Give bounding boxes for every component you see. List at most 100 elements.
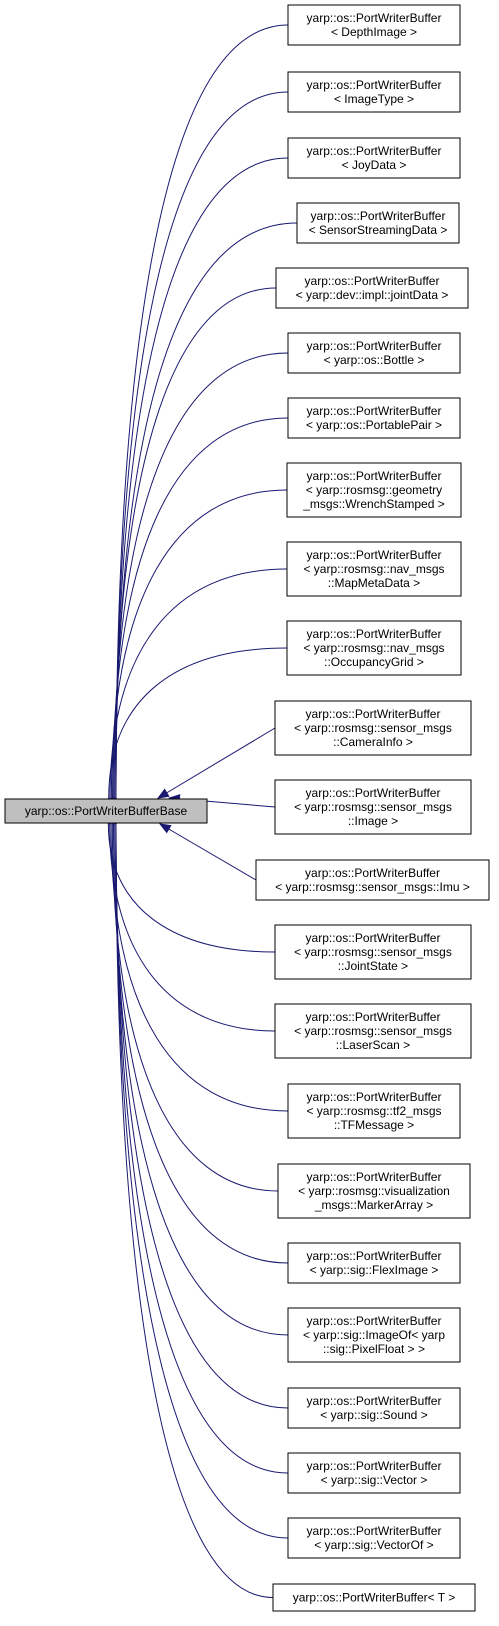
inheritance-edge [111, 813, 289, 1474]
derived-class-node[interactable]: yarp::os::PortWriterBuffer< yarp::rosmsg… [286, 541, 462, 597]
derived-class-node[interactable]: yarp::os::PortWriterBuffer< yarp::rosmsg… [274, 924, 472, 980]
derived-class-label: yarp::os::PortWriterBuffer [307, 144, 442, 158]
derived-class-label: < yarp::sig::FlexImage > [310, 1263, 439, 1277]
derived-class-label: < SensorStreamingData > [309, 223, 448, 237]
derived-class-label: < yarp::rosmsg::sensor_msgs [294, 721, 452, 735]
derived-class-label: < yarp::rosmsg::sensor_msgs [294, 800, 452, 814]
derived-class-label: < yarp::dev::impl::jointData > [296, 288, 449, 302]
derived-class-label: yarp::os::PortWriterBuffer [307, 1459, 442, 1473]
derived-class-label: yarp::os::PortWriterBuffer [307, 548, 442, 562]
derived-class-label: < yarp::rosmsg::geometry [306, 483, 442, 497]
derived-class-label: ::LaserScan > [336, 1038, 410, 1052]
derived-class-label: < yarp::sig::ImageOf< yarp [303, 1328, 445, 1342]
derived-class-node[interactable]: yarp::os::PortWriterBuffer< yarp::sig::V… [287, 1517, 461, 1559]
arrowhead [156, 788, 170, 799]
derived-class-label: yarp::os::PortWriterBuffer< T > [293, 1591, 456, 1605]
derived-class-label: yarp::os::PortWriterBuffer [307, 1170, 442, 1184]
derived-class-label: < yarp::rosmsg::nav_msgs [303, 641, 444, 655]
inheritance-edge [111, 813, 289, 1409]
derived-class-node[interactable]: yarp::os::PortWriterBuffer< yarp::rosmsg… [287, 1083, 461, 1139]
derived-class-label: < yarp::rosmsg::visualization [298, 1184, 450, 1198]
derived-class-nodes: yarp::os::PortWriterBuffer< DepthImage >… [255, 4, 490, 1612]
derived-class-label: yarp::os::PortWriterBuffer [307, 1314, 442, 1328]
inheritance-edge [108, 352, 289, 809]
derived-class-node[interactable]: yarp::os::PortWriterBuffer< yarp::rosmsg… [274, 700, 472, 756]
derived-class-label: yarp::os::PortWriterBuffer [307, 78, 442, 92]
derived-class-node[interactable]: yarp::os::PortWriterBuffer< yarp::os::Po… [287, 397, 461, 439]
derived-class-label: ::JointState > [338, 959, 408, 973]
derived-class-label: _msgs::MarkerArray > [314, 1198, 433, 1212]
derived-class-label: yarp::os::PortWriterBuffer [307, 11, 442, 25]
derived-class-label: ::TFMessage > [334, 1118, 414, 1132]
derived-class-label: < yarp::sig::Vector > [321, 1473, 428, 1487]
inheritance-edge [107, 417, 289, 809]
derived-class-label: < yarp::sig::VectorOf > [314, 1538, 433, 1552]
derived-class-label: yarp::os::PortWriterBuffer [307, 1090, 442, 1104]
derived-class-node[interactable]: yarp::os::PortWriterBuffer< T > [272, 1583, 476, 1612]
derived-class-node[interactable]: yarp::os::PortWriterBuffer< SensorStream… [296, 202, 460, 244]
inheritance-edge [104, 813, 276, 1032]
derived-class-node[interactable]: yarp::os::PortWriterBuffer< yarp::rosmsg… [286, 462, 462, 518]
derived-class-label: < yarp::os::PortablePair > [306, 418, 442, 432]
derived-class-node[interactable]: yarp::os::PortWriterBuffer< yarp::sig::S… [287, 1387, 461, 1429]
derived-class-label: yarp::os::PortWriterBuffer [311, 209, 446, 223]
derived-class-node[interactable]: yarp::os::PortWriterBuffer< yarp::sig::F… [287, 1242, 461, 1284]
derived-class-label: yarp::os::PortWriterBuffer [306, 707, 441, 721]
derived-class-label: yarp::os::PortWriterBuffer [305, 866, 440, 880]
derived-class-node[interactable]: yarp::os::PortWriterBuffer< DepthImage > [287, 4, 461, 46]
derived-class-label: < yarp::rosmsg::tf2_msgs [306, 1104, 441, 1118]
inheritance-edge [156, 727, 276, 799]
derived-class-label: yarp::os::PortWriterBuffer [307, 404, 442, 418]
base-class-node[interactable]: yarp::os::PortWriterBufferBase [4, 798, 208, 824]
derived-class-node[interactable]: yarp::os::PortWriterBuffer< yarp::rosmsg… [274, 1003, 472, 1059]
derived-class-label: < yarp::rosmsg::sensor_msgs [294, 1024, 452, 1038]
inheritance-edge [111, 813, 289, 1539]
inheritance-edge [103, 813, 276, 953]
derived-class-label: yarp::os::PortWriterBuffer [307, 339, 442, 353]
derived-class-label: yarp::os::PortWriterBuffer [307, 469, 442, 483]
derived-class-label: yarp::os::PortWriterBuffer [307, 1394, 442, 1408]
derived-class-label: ::Image > [348, 814, 398, 828]
derived-class-node[interactable]: yarp::os::PortWriterBuffer< yarp::rosmsg… [277, 1163, 471, 1219]
derived-class-label: yarp::os::PortWriterBuffer [307, 627, 442, 641]
inheritance-edge [111, 91, 289, 809]
inheritance-edge [111, 222, 298, 809]
derived-class-label: < yarp::sig::Sound > [320, 1408, 427, 1422]
derived-class-node[interactable]: yarp::os::PortWriterBuffer< yarp::dev::i… [275, 267, 469, 309]
derived-class-label: < yarp::rosmsg::sensor_msgs::Imu > [275, 880, 470, 894]
derived-class-label: ::sig::PixelFloat > > [323, 1342, 425, 1356]
inheritance-edge [106, 813, 289, 1112]
derived-class-node[interactable]: yarp::os::PortWriterBuffer< yarp::sig::V… [287, 1452, 461, 1494]
derived-class-label: < yarp::os::Bottle > [324, 353, 425, 367]
derived-class-node[interactable]: yarp::os::PortWriterBuffer< yarp::rosmsg… [255, 859, 490, 901]
derived-class-node[interactable]: yarp::os::PortWriterBuffer< JoyData > [287, 137, 461, 179]
derived-class-label: yarp::os::PortWriterBuffer [306, 786, 441, 800]
derived-class-node[interactable]: yarp::os::PortWriterBuffer< yarp::rosmsg… [286, 620, 462, 676]
inheritance-edge [111, 24, 289, 809]
derived-class-node[interactable]: yarp::os::PortWriterBuffer< yarp::rosmsg… [274, 779, 472, 835]
inheritance-edge [111, 157, 289, 809]
derived-class-label: < DepthImage > [331, 25, 417, 39]
derived-class-label: < yarp::rosmsg::sensor_msgs [294, 945, 452, 959]
derived-class-label: < JoyData > [342, 158, 407, 172]
derived-class-label: _msgs::WrenchStamped > [302, 497, 445, 511]
base-class-label: yarp::os::PortWriterBufferBase [25, 804, 188, 818]
inheritance-edge [105, 568, 288, 809]
derived-class-label: ::CameraInfo > [333, 735, 413, 749]
derived-class-node[interactable]: yarp::os::PortWriterBuffer< yarp::sig::I… [287, 1307, 461, 1363]
derived-class-label: < yarp::rosmsg::nav_msgs [303, 562, 444, 576]
derived-class-label: yarp::os::PortWriterBuffer [305, 274, 440, 288]
derived-class-label: yarp::os::PortWriterBuffer [307, 1249, 442, 1263]
derived-class-node[interactable]: yarp::os::PortWriterBuffer< ImageType > [287, 71, 461, 113]
derived-class-label: < ImageType > [334, 92, 414, 106]
inheritance-edge [111, 813, 274, 1598]
derived-class-label: yarp::os::PortWriterBuffer [306, 1010, 441, 1024]
derived-class-label: yarp::os::PortWriterBuffer [306, 931, 441, 945]
derived-class-label: yarp::os::PortWriterBuffer [307, 1524, 442, 1538]
derived-class-label: ::OccupancyGrid > [324, 655, 424, 669]
arrowhead [158, 823, 172, 834]
inheritance-edge [103, 647, 288, 809]
inheritance-edge [158, 823, 257, 881]
derived-class-node[interactable]: yarp::os::PortWriterBuffer< yarp::os::Bo… [287, 332, 461, 374]
